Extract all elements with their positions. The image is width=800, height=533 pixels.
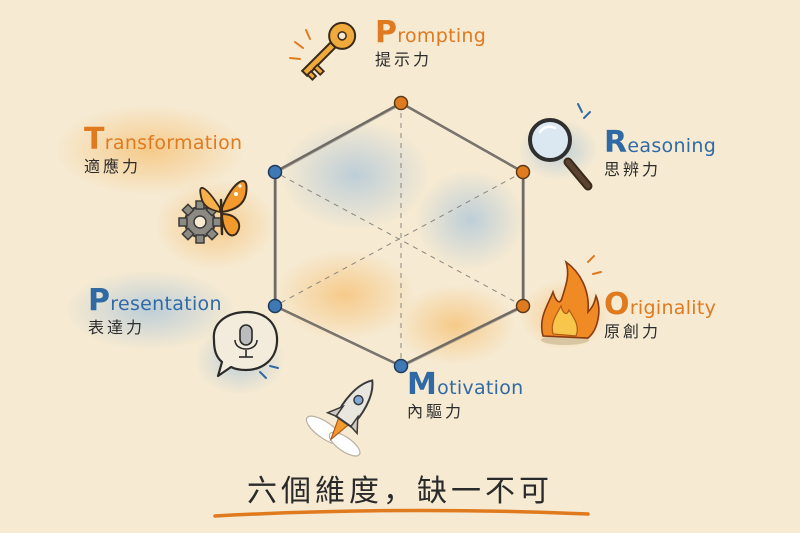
vertex-transformation [267, 164, 283, 180]
label-originality-zh: 原創力 [604, 322, 662, 341]
motto-underline [213, 508, 590, 518]
label-motivation-zh: 內驅力 [407, 402, 465, 421]
label-motivation-en: Motivation [407, 367, 524, 402]
motto: 六個維度，缺一不可 [247, 474, 553, 509]
vertex-reasoning [515, 164, 531, 180]
magnifying-glass-icon [528, 103, 593, 191]
hexagon-vertices [267, 95, 531, 374]
label-reasoning-en: Reasoning [604, 125, 717, 160]
fire-icon [540, 255, 602, 345]
rocket-icon [305, 379, 374, 457]
label-motivation: Motivation 內驅力 [407, 370, 524, 420]
vertex-motivation [393, 358, 409, 374]
key-sparkle [289, 29, 311, 60]
label-transformation: Transformation 適應力 [84, 125, 242, 175]
label-reasoning: Reasoning 思辨力 [604, 128, 716, 178]
microphone-speech-bubble-icon [212, 310, 279, 379]
butterfly-gear-icon [178, 180, 248, 244]
label-transformation-en: Transformation [84, 122, 243, 157]
vertex-prompting [393, 95, 409, 111]
label-prompting-zh: 提示力 [375, 50, 433, 69]
label-reasoning-zh: 思辨力 [604, 160, 662, 179]
label-prompting-en: Prompting [375, 15, 487, 50]
vertex-originality [515, 298, 531, 314]
label-transformation-zh: 適應力 [84, 157, 142, 176]
label-presentation-zh: 表達力 [88, 318, 146, 337]
label-prompting: Prompting 提示力 [375, 18, 486, 68]
label-originality: Originality 原創力 [604, 290, 716, 340]
label-originality-en: Originality [604, 287, 717, 322]
vertex-presentation [267, 298, 283, 314]
label-presentation-en: Presentation [88, 283, 222, 318]
label-presentation: Presentation 表達力 [88, 286, 222, 336]
key-icon [300, 21, 357, 81]
